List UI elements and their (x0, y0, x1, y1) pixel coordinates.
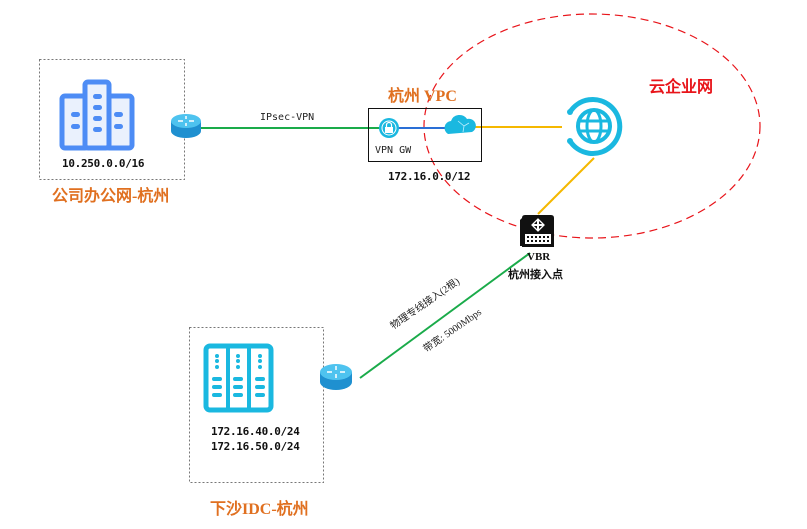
cen-title: 云企业网 (649, 79, 714, 96)
idc-cidr-1: 172.16.40.0/24 (211, 425, 300, 438)
vpc-title: 杭州 VPC (388, 88, 457, 105)
office-building-icon (59, 79, 135, 151)
vbr-sublabel: 杭州接入点 (508, 269, 563, 281)
idc-router-icon (320, 364, 352, 390)
office-cidr: 10.250.0.0/16 (62, 157, 145, 170)
cloud-icon (444, 114, 476, 134)
office-title: 公司办公网-杭州 (52, 188, 170, 205)
express-connect-link (359, 252, 531, 379)
server-rack-icon (203, 343, 274, 413)
office-router-icon (171, 114, 201, 138)
ipsec-vpn-label: IPsec-VPN (260, 112, 315, 123)
idc-boundary (189, 327, 324, 483)
cen-globe-icon (567, 97, 623, 156)
cen-vbr-link (537, 157, 595, 215)
vbr-label: VBR (527, 251, 551, 263)
vpc-cidr: 172.16.0.0/12 (388, 170, 471, 183)
cen-boundary (423, 13, 761, 239)
vpn-gateway-icon (379, 118, 399, 138)
vpc-boundary (368, 108, 482, 162)
vbr-router-icon (520, 215, 554, 247)
idc-cidr-2: 172.16.50.0/24 (211, 440, 300, 453)
vpn-gw-label: VPN GW (375, 145, 412, 156)
idc-title: 下沙IDC-杭州 (210, 501, 309, 518)
